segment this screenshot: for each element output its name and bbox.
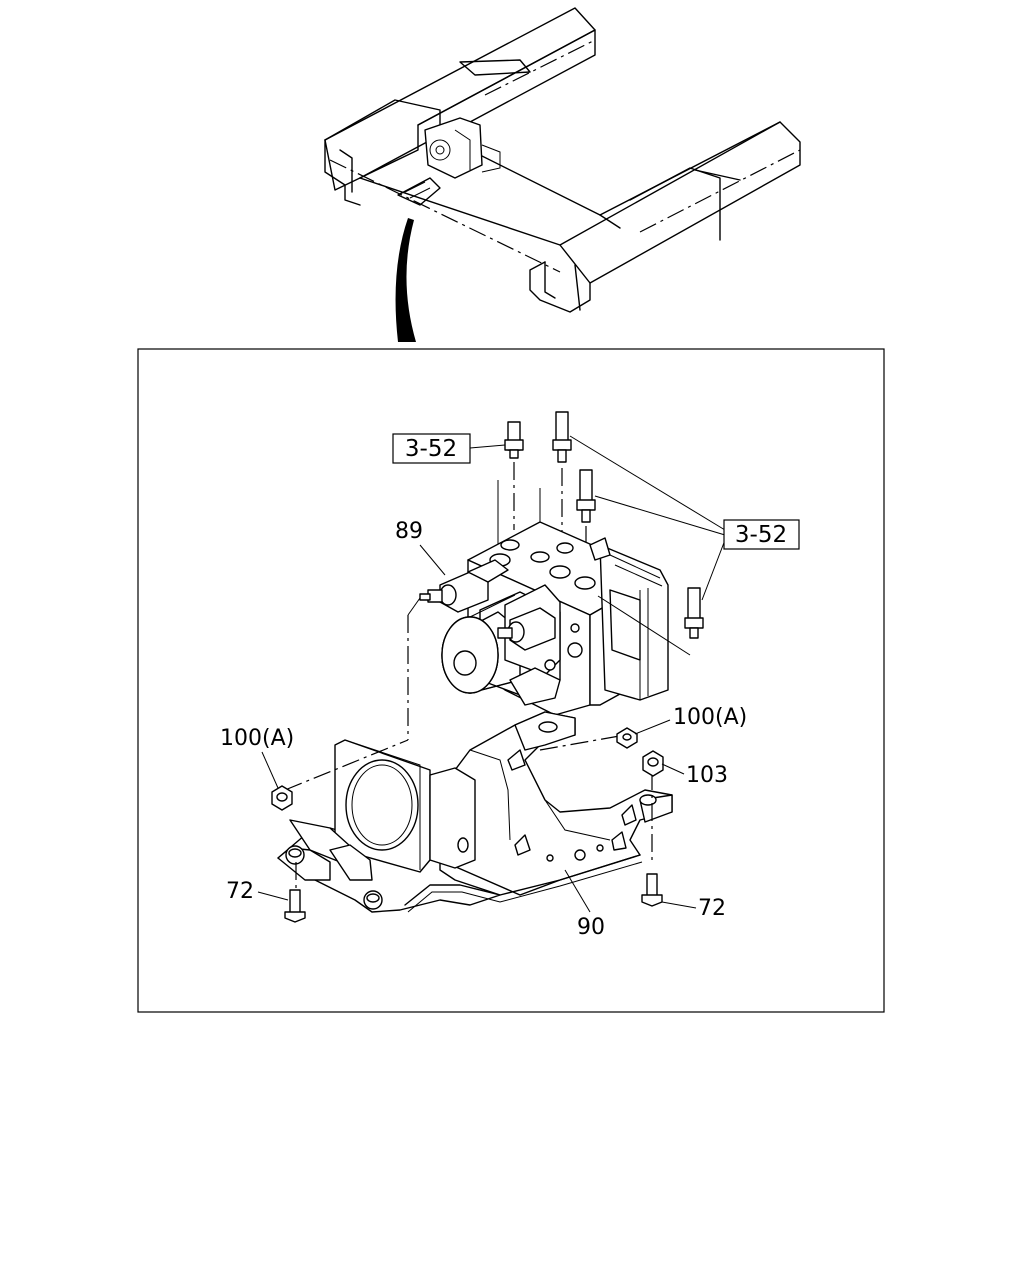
ref-label-right: 3-52 xyxy=(735,522,787,548)
label-90: 90 xyxy=(577,915,605,940)
label-100a-left: 100(A) xyxy=(220,726,294,751)
label-103: 103 xyxy=(686,763,728,788)
brake-pipe-bolts xyxy=(497,411,704,639)
label-72-right: 72 xyxy=(698,896,726,921)
ref-box-top[interactable]: 3-52 xyxy=(392,433,471,464)
mounting-bracket xyxy=(277,711,673,913)
abs-hydraulic-unit xyxy=(419,521,691,716)
hardware xyxy=(271,727,664,923)
detail-frame xyxy=(137,348,885,1013)
label-72-left: 72 xyxy=(226,879,254,904)
ref-label-top: 3-52 xyxy=(405,436,457,462)
label-89: 89 xyxy=(395,519,423,544)
vehicle-frame-overview xyxy=(324,7,801,313)
ref-box-right[interactable]: 3-52 xyxy=(723,519,800,550)
label-100a-right: 100(A) xyxy=(673,705,747,730)
callout-pointer xyxy=(395,218,416,342)
